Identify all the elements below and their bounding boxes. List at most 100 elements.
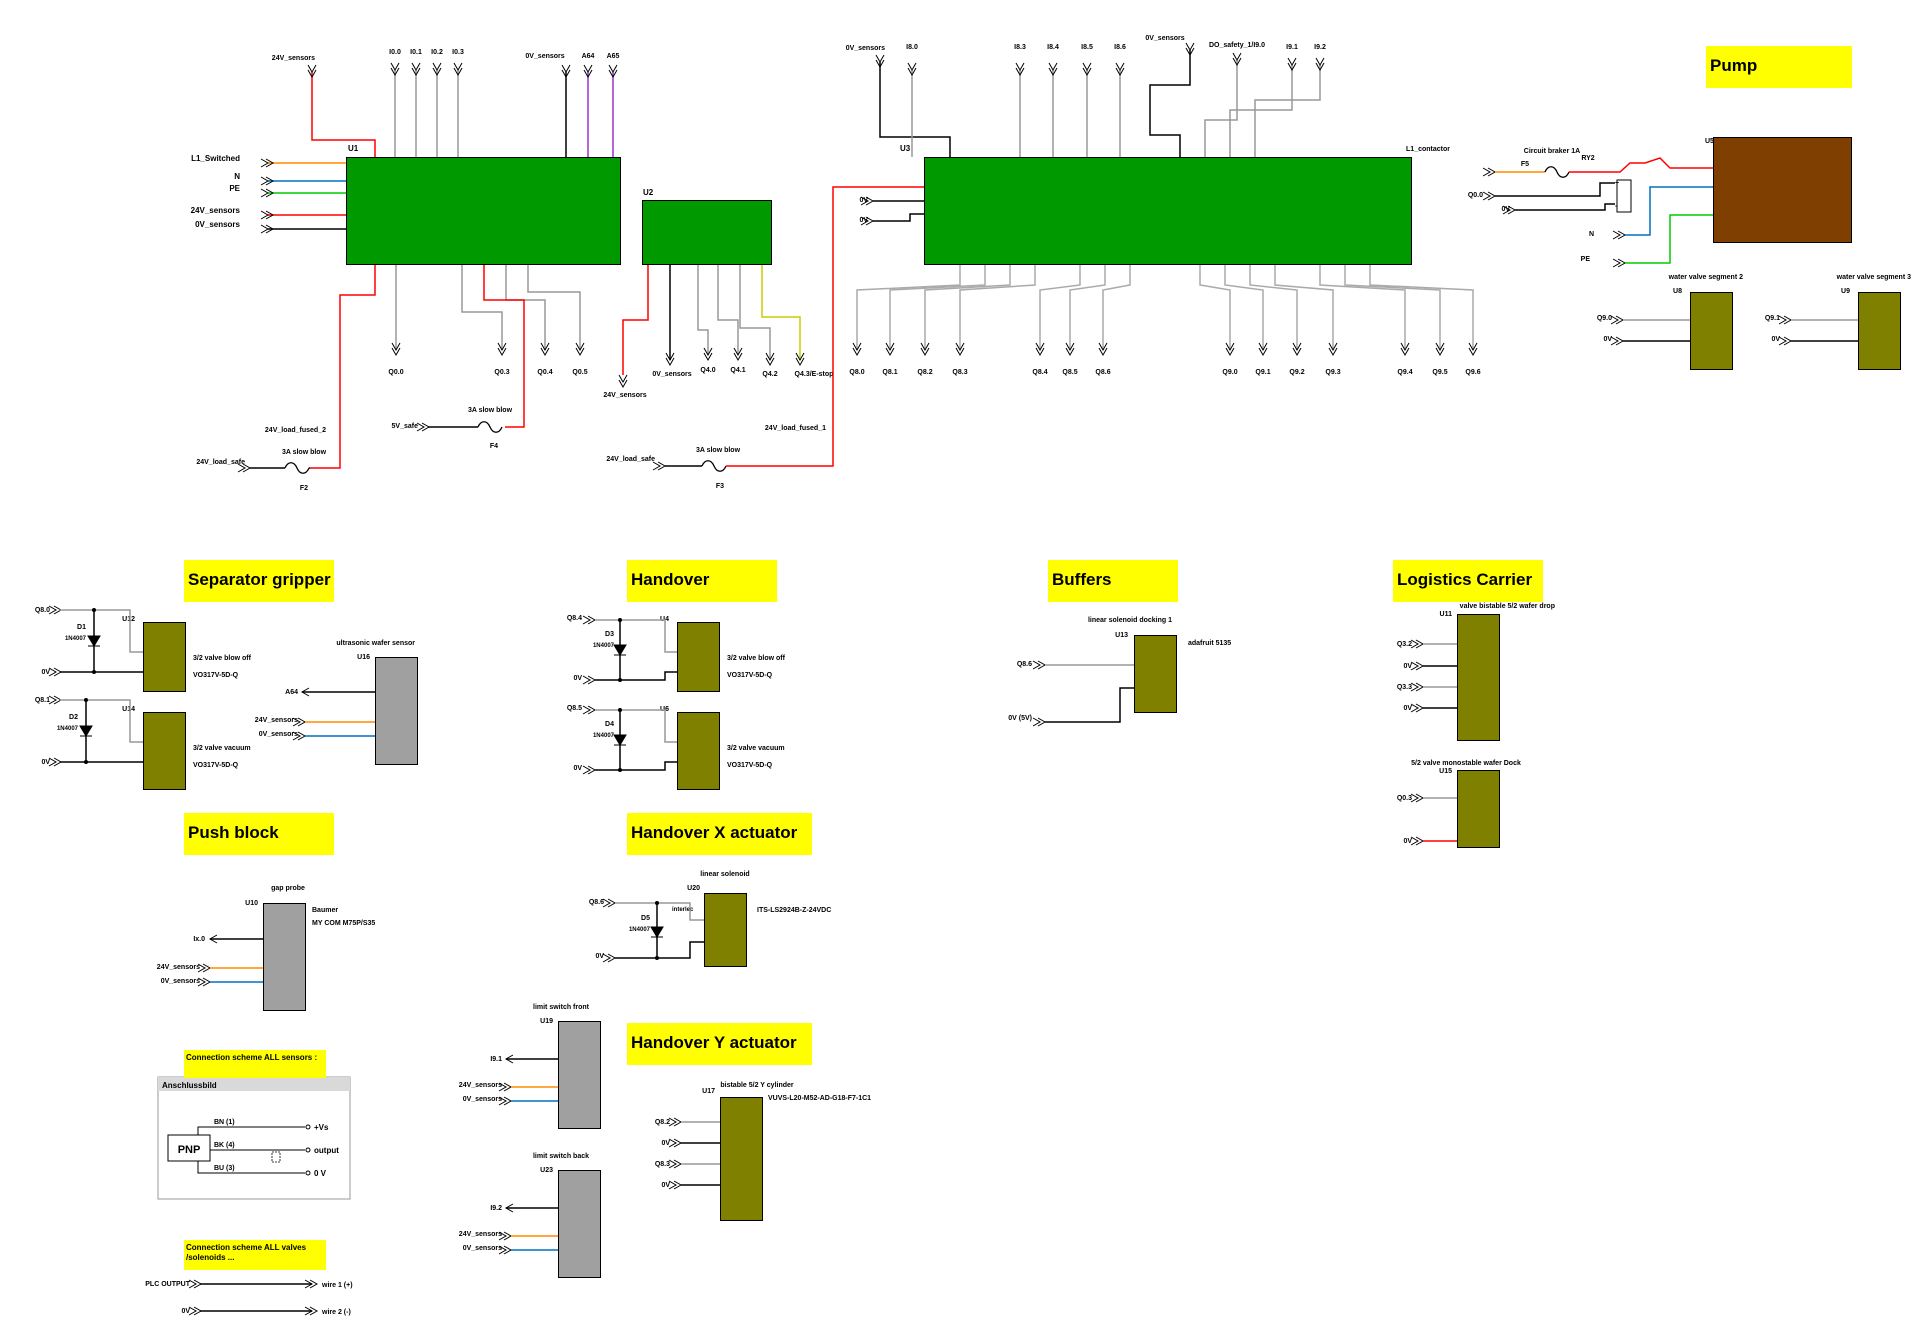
u2-24v-wire bbox=[622, 265, 649, 375]
u1-input-net: I0.3 bbox=[452, 49, 464, 56]
connector-arrow bbox=[1410, 836, 1425, 846]
buffer-net: Q8.6 bbox=[1017, 661, 1032, 668]
sep-valve-label: VO317V-5D-Q bbox=[193, 762, 239, 769]
u1-input-net: I0.1 bbox=[410, 49, 422, 56]
connector-arrow bbox=[432, 62, 442, 77]
valve-scheme-to: wire 1 (+) bbox=[321, 1282, 353, 1289]
connector-arrow bbox=[1410, 639, 1425, 649]
u1-side-label: PE bbox=[229, 184, 240, 193]
water-valve-net: Q9.0 bbox=[1597, 315, 1612, 322]
scheme-wire bbox=[197, 1161, 305, 1174]
connector-arrow bbox=[1410, 682, 1425, 692]
connector-arrow bbox=[1032, 660, 1047, 670]
connector-arrow bbox=[1410, 793, 1425, 803]
connector-arrow bbox=[1612, 230, 1627, 240]
probe-net: Ix.0 bbox=[193, 936, 205, 943]
u1-input-net: I0.2 bbox=[431, 49, 443, 56]
u1-q-net: Q0.4 bbox=[537, 369, 552, 376]
scheme-wire bbox=[197, 1126, 305, 1135]
u2-q-wire bbox=[739, 265, 771, 360]
fuse-symbol bbox=[284, 462, 310, 474]
water-valve-label: water valve segment 2 bbox=[1668, 274, 1743, 281]
connector-arrow bbox=[497, 342, 507, 357]
connector-arrow bbox=[1225, 342, 1235, 357]
sep-valve-label: VO317V-5D-Q bbox=[193, 672, 239, 679]
u3-output-net: Q9.1 bbox=[1255, 369, 1270, 376]
ho-valve-net: 0V bbox=[573, 675, 582, 682]
u2-net: 0V_sensors bbox=[652, 371, 691, 378]
u3-output-net: Q9.3 bbox=[1325, 369, 1340, 376]
connector-arrow bbox=[1610, 336, 1625, 346]
u2-net: Q4.2 bbox=[762, 371, 777, 378]
diode-ref: D3 bbox=[605, 631, 614, 638]
connector-arrow bbox=[416, 422, 431, 432]
water-valve-ref: U9 bbox=[1841, 288, 1850, 295]
buffer-ref: U13 bbox=[1115, 632, 1128, 639]
u3-input-wire bbox=[1229, 65, 1293, 157]
plc-u1-module bbox=[346, 157, 621, 265]
connector-arrow bbox=[668, 1138, 683, 1148]
pump-l-wire bbox=[1569, 157, 1713, 173]
u3-output-wire bbox=[1274, 265, 1334, 350]
sep-valve-ref: U14 bbox=[122, 706, 135, 713]
ls-ref: U23 bbox=[540, 1167, 553, 1174]
diode-symbol bbox=[613, 644, 627, 656]
pump-ref: U5 bbox=[1705, 138, 1714, 145]
connector-arrow bbox=[188, 1279, 203, 1289]
sep-valve-net: Q8.1 bbox=[35, 697, 50, 704]
limit-switch-u19 bbox=[558, 1021, 601, 1129]
scheme-terminal bbox=[305, 1147, 311, 1153]
sep-valve-net: 0V bbox=[41, 669, 50, 676]
f4-in-label: 5V_safe bbox=[392, 423, 419, 430]
pump-0v-wire bbox=[1515, 203, 1615, 211]
f3-fused-wire bbox=[726, 186, 924, 467]
cylinder-u17 bbox=[720, 1097, 763, 1221]
section-title-push-block: Push block bbox=[184, 813, 334, 855]
u15-net: 0V bbox=[1403, 838, 1412, 845]
u2-estop-wire bbox=[761, 265, 801, 360]
sep-valve-wire bbox=[60, 609, 143, 653]
valve-scheme-from: 0V bbox=[181, 1308, 190, 1315]
u3-output-wire bbox=[1039, 265, 1081, 350]
probe-part: MY COM M75P/S35 bbox=[312, 920, 375, 927]
ls-label: limit switch back bbox=[533, 1153, 589, 1160]
u3-output-net: Q9.4 bbox=[1397, 369, 1412, 376]
sensor-label: ultrasonic wafer sensor bbox=[336, 640, 415, 647]
connector-arrow bbox=[1482, 191, 1497, 201]
ls-net: 0V_sensors bbox=[463, 1096, 502, 1103]
diode-type: 1N4007 bbox=[593, 643, 615, 649]
u3-0v-top-wire bbox=[1149, 50, 1191, 157]
sep-valve-net: 0V bbox=[41, 759, 50, 766]
plc-u2-module bbox=[642, 200, 772, 265]
f2-in-label: 24V_load_safe bbox=[196, 459, 245, 466]
section-title-separator-gripper: Separator gripper bbox=[184, 560, 334, 602]
ho-valve-wire bbox=[595, 709, 677, 743]
hy-net: 0V bbox=[661, 1182, 670, 1189]
u3-side-label: 0V bbox=[859, 217, 868, 224]
water-valve-net: 0V bbox=[1603, 336, 1612, 343]
u3-top-net: I8.6 bbox=[1114, 44, 1126, 51]
sep-valve-label: 3/2 valve vacuum bbox=[193, 745, 251, 752]
connector-arrow bbox=[852, 342, 862, 357]
water-valve-u8 bbox=[1690, 292, 1733, 370]
valve-scheme-to: wire 2 (-) bbox=[321, 1309, 351, 1316]
connector-arrow bbox=[668, 1117, 683, 1127]
relay-label: RY2 bbox=[1581, 155, 1594, 162]
connector-arrow bbox=[304, 1279, 319, 1289]
connector-arrow bbox=[955, 342, 965, 357]
u11-net: Q3.2 bbox=[1397, 641, 1412, 648]
pump-pe-wire bbox=[1625, 214, 1713, 264]
sensor-net: 24V_sensors bbox=[255, 717, 298, 724]
connector-arrow bbox=[1482, 167, 1497, 177]
pump-net: N bbox=[1589, 231, 1594, 238]
connector-arrow bbox=[582, 675, 597, 685]
u1-top-net: 0V_sensors bbox=[525, 53, 564, 60]
u1-input-net: I0.0 bbox=[389, 49, 401, 56]
diode-ref: D5 bbox=[641, 915, 650, 922]
connector-arrow bbox=[260, 210, 275, 220]
hy-net: 0V bbox=[661, 1140, 670, 1147]
probe-ref: U10 bbox=[245, 900, 258, 907]
u3-output-wire bbox=[856, 265, 961, 350]
connector-arrow bbox=[260, 176, 275, 186]
connector-arrow bbox=[575, 342, 585, 357]
